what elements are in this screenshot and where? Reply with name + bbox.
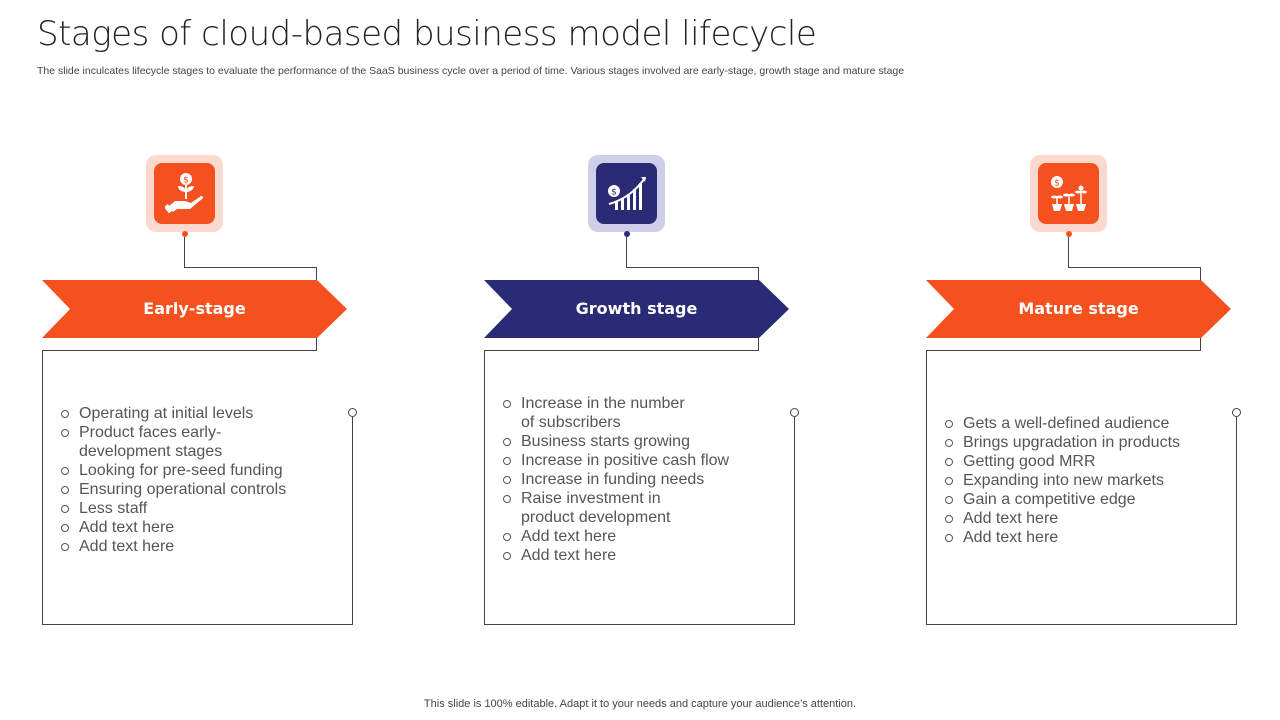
stage-icon-frame: $ <box>1030 155 1107 232</box>
list-item: Gain a competitive edge <box>944 490 1180 509</box>
connector-line <box>626 267 759 268</box>
potted-plants-money-icon: $ <box>1038 163 1099 224</box>
list-item: Gets a well-defined audience <box>944 414 1180 433</box>
list-item: Add text here <box>60 537 286 556</box>
list-item: Add text here <box>60 518 286 537</box>
connector-dot <box>182 231 188 237</box>
list-item: Looking for pre-seed funding <box>60 461 286 480</box>
box-border <box>794 417 795 625</box>
svg-text:$: $ <box>611 187 617 197</box>
money-plant-hand-icon: $ <box>154 163 215 224</box>
list-item: Increase in funding needs <box>502 470 729 489</box>
connector-line <box>484 350 759 351</box>
stage-label: Growth stage <box>575 299 698 318</box>
stage-column-2: $ Mature stage Gets a well-defined audie… <box>884 0 1280 720</box>
connector-end-circle <box>790 408 799 417</box>
stage-icon-frame: $ <box>588 155 665 232</box>
list-item: Getting good MRR <box>944 452 1180 471</box>
list-item: Add text here <box>502 546 729 565</box>
connector-line <box>926 350 1201 351</box>
stage-banner: Early-stage <box>42 280 347 338</box>
stage-label: Mature stage <box>1018 299 1139 318</box>
list-item: Business starts growing <box>502 432 729 451</box>
list-item: Brings upgradation in products <box>944 433 1180 452</box>
box-border <box>926 624 1237 625</box>
list-item: Expanding into new markets <box>944 471 1180 490</box>
connector-line <box>184 237 185 268</box>
stage-banner: Mature stage <box>926 280 1231 338</box>
growth-chart-icon: $ <box>596 163 657 224</box>
list-item: Increase in positive cash flow <box>502 451 729 470</box>
list-item: Operating at initial levels <box>60 404 286 423</box>
page-title: Stages of cloud-based business model lif… <box>37 14 817 54</box>
list-item: Less staff <box>60 499 286 518</box>
connector-line <box>42 350 317 351</box>
stage-icon-frame: $ <box>146 155 223 232</box>
box-border <box>484 624 795 625</box>
page-subtitle: The slide inculcates lifecycle stages to… <box>37 65 905 77</box>
connector-line <box>184 267 317 268</box>
stage-column-0: $ Early-stage Operating at initial level… <box>0 0 400 720</box>
connector-line <box>626 237 627 268</box>
connector-line <box>1068 237 1069 268</box>
box-border <box>42 624 353 625</box>
stage-banner: Growth stage <box>484 280 789 338</box>
svg-text:$: $ <box>1054 178 1060 188</box>
list-item: Add text here <box>944 509 1180 528</box>
footer-note: This slide is 100% editable. Adapt it to… <box>423 698 857 710</box>
box-border <box>1236 417 1237 625</box>
list-item: Ensuring operational controls <box>60 480 286 499</box>
stage-label: Early-stage <box>143 299 246 318</box>
list-item: Add text here <box>944 528 1180 547</box>
list-item: Raise investment in product development <box>502 489 729 527</box>
stage-column-1: $ Growth stage Increase in the number of… <box>442 0 842 720</box>
connector-line <box>1068 267 1201 268</box>
list-item: Product faces early- development stages <box>60 423 286 461</box>
list-item: Add text here <box>502 527 729 546</box>
connector-end-circle <box>1232 408 1241 417</box>
connector-dot <box>624 231 630 237</box>
box-border <box>352 417 353 625</box>
connector-end-circle <box>348 408 357 417</box>
connector-dot <box>1066 231 1072 237</box>
list-item: Increase in the number of subscribers <box>502 394 729 432</box>
svg-text:$: $ <box>183 175 189 185</box>
